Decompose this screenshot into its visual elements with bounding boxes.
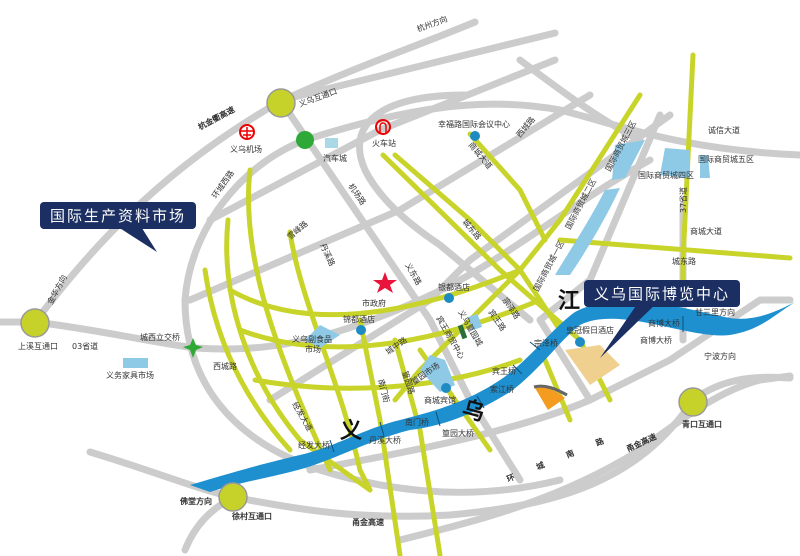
label: 丹溪路 [318, 242, 337, 268]
label: 义乌机场 [230, 144, 262, 154]
label: 篁园大桥 [442, 428, 474, 438]
label: 锦都酒店 [343, 314, 375, 324]
label: 经发大桥 [298, 440, 330, 450]
label: 杭州方向 [415, 14, 448, 34]
label: 甘三里方向 [695, 307, 735, 317]
label: 03省道 [72, 341, 98, 351]
districts [123, 138, 710, 410]
bridges [329, 316, 684, 453]
label: 青口互通口 [682, 419, 722, 429]
label: 37省道 [678, 187, 688, 213]
label: 南门桥 [405, 417, 429, 427]
label: 杭金衢高速 [196, 104, 236, 132]
label: 皇冠假日酒店 [566, 325, 614, 335]
gray-roads [0, 18, 800, 554]
label: 佛堂方向 [179, 496, 212, 506]
label: 汽车城 [323, 153, 347, 163]
label: 宾王桥 [492, 366, 516, 376]
label: 国际商贸城四区 [638, 170, 694, 180]
poi-dots [356, 131, 585, 393]
label: 诚信大道 [708, 125, 740, 135]
label: 市场 [305, 344, 321, 354]
label: 商博大桥 [640, 335, 672, 345]
airport-icon [239, 124, 255, 140]
label: 商博大桥 [648, 318, 680, 328]
label: 宁波方向 [704, 351, 736, 361]
yiwu-interchange-icon [266, 88, 296, 118]
label: 丹溪大桥 [369, 435, 401, 445]
callout-pointer [115, 225, 157, 252]
shangxi-interchange-icon [20, 308, 50, 338]
callout-yiwu-expo-center[interactable]: 义乌国际博览中心 [584, 280, 741, 307]
callout-pointer [600, 300, 660, 358]
railway-icon [375, 119, 391, 135]
label: 西城路 [213, 361, 237, 371]
label: 城东路 [672, 256, 696, 266]
label: 宗泽桥 [534, 338, 558, 348]
label: 城西立交桥 [140, 332, 180, 342]
yiwu-river [190, 301, 795, 492]
expo-site [565, 345, 620, 385]
xucun-interchange-icon [218, 482, 248, 512]
label: 甬金高速 [352, 517, 384, 527]
label: 商城宾馆 [424, 395, 456, 405]
qingkou-interchange-icon [678, 387, 708, 417]
label: 火车站 [372, 138, 396, 148]
star-icon [373, 272, 397, 293]
label: 义务家具市场 [106, 370, 154, 380]
river-char: 江 [558, 289, 580, 314]
label: 商城大道 [690, 226, 722, 236]
label: 市政府 [362, 298, 386, 308]
label: 徐村互通口 [231, 511, 272, 521]
junction-icon [296, 131, 314, 149]
label: 国际商贸城五区 [698, 154, 754, 164]
label: 幸福路国际会议中心 [438, 119, 510, 129]
label: 银都酒店 [438, 282, 470, 292]
chengxi-interchange-icon [183, 338, 203, 358]
callout-intl-production-materials-market[interactable]: 国际生产资料市场 [40, 202, 197, 229]
label: 义乌副食品 [292, 334, 332, 344]
river-char: 义 [340, 419, 362, 444]
label: 索江桥 [490, 384, 514, 394]
label: 上溪互通口 [18, 341, 58, 351]
interchanges [20, 88, 708, 512]
